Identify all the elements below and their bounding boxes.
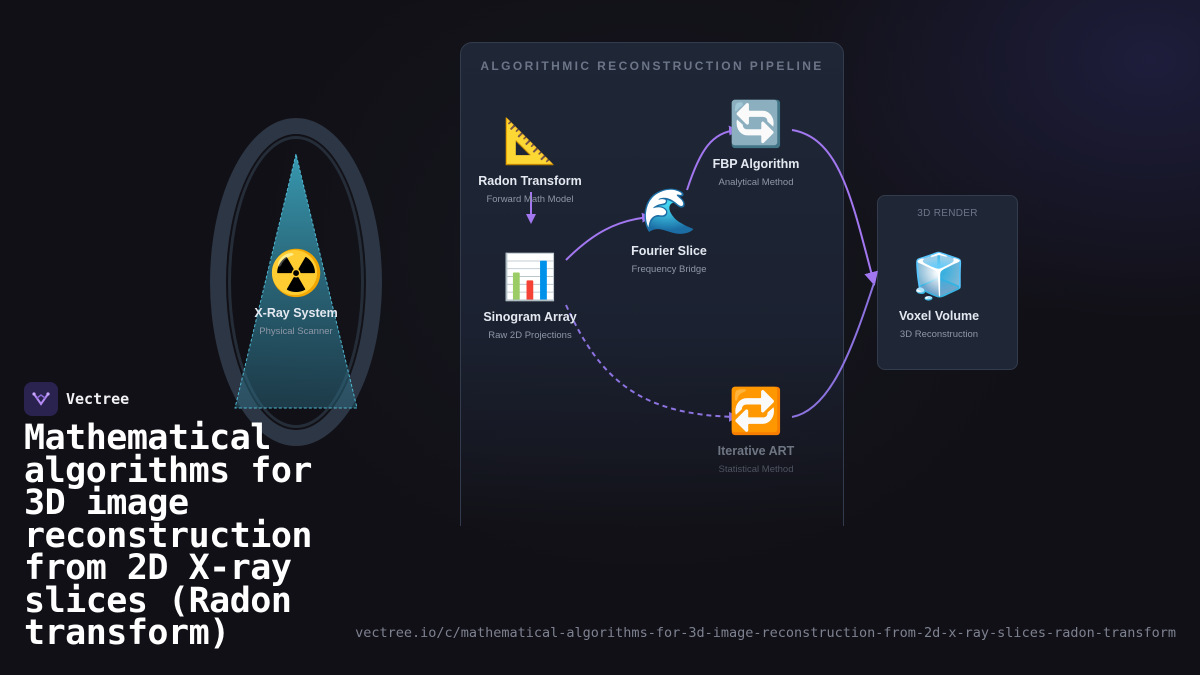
node-subtitle: Statistical Method <box>718 464 794 475</box>
footer-url-link[interactable]: vectree.io/c/mathematical-algorithms-for… <box>355 625 1176 641</box>
xray-beam <box>234 153 358 409</box>
scanner-inner-ring <box>228 136 364 428</box>
node-voxel-volume: 🧊 Voxel Volume 3D Reconstruction <box>864 251 1014 340</box>
ice-cube-icon: 🧊 <box>911 251 967 302</box>
wave-icon: 🌊 <box>641 186 697 237</box>
node-subtitle: Frequency Bridge <box>631 264 707 275</box>
arrow-fbp-to-voxel <box>791 129 878 286</box>
arrow-fourier-to-fbp <box>686 125 739 191</box>
pipeline-title: ALGORITHMIC RECONSTRUCTION PIPELINE <box>480 59 824 73</box>
node-subtitle: Analytical Method <box>718 177 794 188</box>
arrow-sinogram-to-fourier <box>565 212 652 261</box>
radioactive-icon: ☢️ <box>268 248 324 299</box>
node-title: Sinogram Array <box>483 310 577 324</box>
node-subtitle: 3D Reconstruction <box>899 329 979 340</box>
render-panel: 3D RENDER <box>877 195 1018 370</box>
render-title: 3D RENDER <box>917 208 978 219</box>
arrow-art-to-voxel <box>791 282 875 418</box>
node-fbp-algorithm: 🔄 FBP Algorithm Analytical Method <box>681 99 831 188</box>
vectree-logo-icon <box>24 382 58 416</box>
node-subtitle: Forward Math Model <box>486 194 574 205</box>
arrow-sinogram-to-art <box>565 304 739 422</box>
brand-name: Vectree <box>66 390 130 408</box>
pipeline-panel: ALGORITHMIC RECONSTRUCTION PIPELINE <box>460 42 844 526</box>
node-title: FBP Algorithm <box>712 157 800 171</box>
brand[interactable]: Vectree <box>24 382 129 416</box>
node-title: Fourier Slice <box>631 244 707 258</box>
node-subtitle: Physical Scanner <box>259 326 333 337</box>
repeat-icon: 🔁 <box>728 386 784 437</box>
bar-chart-icon: 📊 <box>502 252 558 303</box>
node-title: X-Ray System <box>254 306 338 320</box>
node-title: Iterative ART <box>717 444 795 458</box>
node-iterative-art: 🔁 Iterative ART Statistical Method <box>681 386 831 475</box>
page-title: Mathematical algorithms for 3D image rec… <box>24 418 313 653</box>
node-title: Radon Transform <box>478 174 582 188</box>
node-radon-transform: 📐 Radon Transform Forward Math Model <box>455 116 605 205</box>
node-title: Voxel Volume <box>898 309 980 323</box>
node-xray-system: ☢️ X-Ray System Physical Scanner <box>236 248 356 337</box>
refresh-arrows-icon: 🔄 <box>728 99 784 150</box>
node-sinogram-array: 📊 Sinogram Array Raw 2D Projections <box>455 252 605 341</box>
triangle-ruler-icon: 📐 <box>502 116 558 167</box>
node-fourier-slice: 🌊 Fourier Slice Frequency Bridge <box>594 186 744 275</box>
node-subtitle: Raw 2D Projections <box>488 330 572 341</box>
xray-scanner: ☢️ X-Ray System Physical Scanner <box>210 118 382 446</box>
